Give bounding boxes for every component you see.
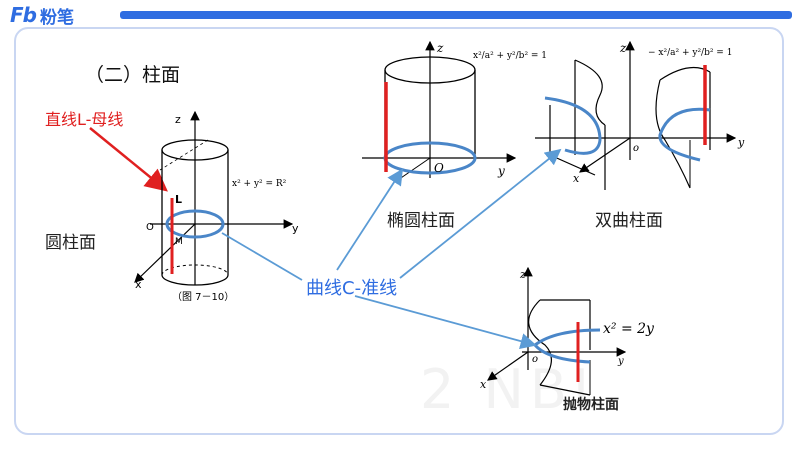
- logo-mark: Fb: [10, 3, 37, 27]
- z-axis-label: z: [519, 268, 526, 281]
- parabolic-equation: x² = 2y: [603, 321, 655, 337]
- directrix-label: 曲线C-准线: [306, 278, 398, 299]
- arrow-to-ellipse: [336, 168, 403, 271]
- hyperbolic-cylinder-label: 双曲柱面: [595, 211, 663, 231]
- point-m-label: M: [175, 237, 183, 247]
- x-axis-label: x: [135, 278, 142, 291]
- origin-label: o: [633, 143, 639, 154]
- figure-caption: （图 7－10）: [172, 291, 234, 303]
- parabolic-cylinder: z y x o x² = 2y: [480, 266, 655, 396]
- directrix-arrows: [221, 148, 562, 350]
- circular-cylinder: z y x O L M x² + y² = R² （图 7－10）: [134, 110, 299, 303]
- parabolic-cylinder-label: 抛物柱面: [563, 397, 619, 413]
- x-axis: [134, 223, 196, 283]
- y-axis-label: y: [292, 222, 299, 235]
- y-axis-label: y: [497, 164, 505, 178]
- header-bar: [120, 11, 792, 19]
- hyperbolic-equation: − x²/a² + y²/b² = 1: [648, 48, 732, 58]
- circular-equation: x² + y² = R²: [232, 179, 287, 189]
- right-hyperbola-branch: [658, 107, 711, 162]
- generatrix-label: 直线L-母线: [45, 110, 124, 129]
- brand-logo: Fb 粉笔: [10, 3, 74, 28]
- x-axis-label: x: [573, 172, 580, 185]
- z-axis-label: z: [436, 41, 444, 55]
- origin-label: o: [532, 354, 538, 365]
- logo-text: 粉笔: [39, 7, 74, 28]
- left-hyperbola-branch: [544, 96, 602, 155]
- elliptic-equation: x²/a² + y²/b² = 1: [473, 51, 547, 61]
- generatrix-arrow: [89, 127, 168, 192]
- origin-label: O: [146, 222, 154, 233]
- arrow-to-parabola: [354, 295, 537, 350]
- circle-directrix: [165, 209, 225, 239]
- y-axis-label: y: [617, 356, 624, 367]
- hyperbolic-cylinder: z y x o − x²/a² + y²/b² = 1: [535, 40, 745, 190]
- slide-frame: [14, 27, 784, 435]
- y-axis-label: y: [737, 136, 745, 149]
- elliptic-cylinder-label: 椭圆柱面: [387, 211, 455, 231]
- origin-label: O: [434, 161, 444, 175]
- section-title: （二）柱面: [85, 64, 181, 86]
- x-axis-label: x: [480, 378, 487, 391]
- x-axis: [487, 351, 529, 381]
- circular-cylinder-label: 圆柱面: [45, 233, 96, 253]
- point-l-label: L: [175, 193, 182, 206]
- elliptic-cylinder: z y O x²/a² + y²/b² = 1: [362, 40, 547, 183]
- z-axis-label: z: [619, 41, 627, 55]
- z-axis-label: z: [175, 113, 181, 126]
- arrow-to-hyperbola: [399, 148, 562, 279]
